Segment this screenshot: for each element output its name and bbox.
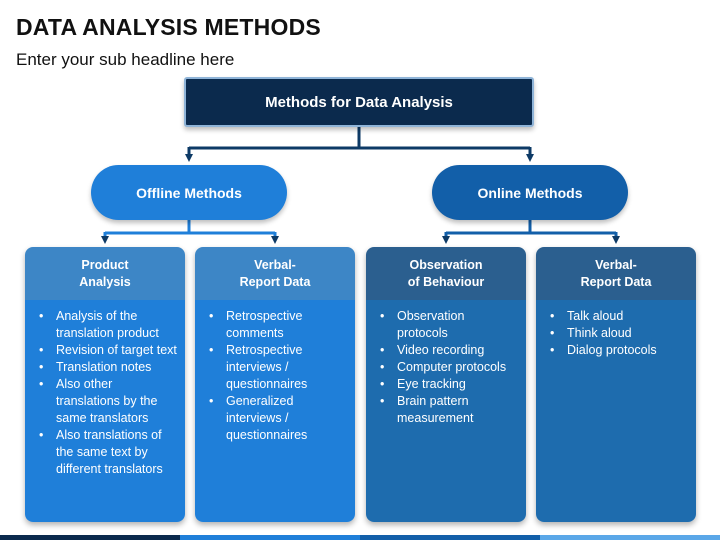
bullet-list: Talk aloud Think aloud Dialog protocols xyxy=(544,308,688,359)
card-heading: Observation of Behaviour xyxy=(366,247,526,300)
list-item: Think aloud xyxy=(544,325,688,342)
list-item: Brain pattern measurement xyxy=(374,393,518,427)
list-item: Computer protocols xyxy=(374,359,518,376)
bottom-accent-bar xyxy=(0,535,720,540)
list-item: Revision of target text xyxy=(33,342,177,359)
card-verbal-report-online: Verbal- Report Data Talk aloud Think alo… xyxy=(536,247,696,522)
list-item: Talk aloud xyxy=(544,308,688,325)
card-verbal-report-offline: Verbal- Report Data Retrospective commen… xyxy=(195,247,355,522)
card-body: Observation protocols Video recording Co… xyxy=(366,300,526,522)
list-item: Translation notes xyxy=(33,359,177,376)
card-heading: Product Analysis xyxy=(25,247,185,300)
card-observation-of-behaviour: Observation of Behaviour Observation pro… xyxy=(366,247,526,522)
card-product-analysis: Product Analysis Analysis of the transla… xyxy=(25,247,185,522)
list-item: Also translations of the same text by di… xyxy=(33,427,177,478)
list-item: Retrospective comments xyxy=(203,308,347,342)
list-item: Eye tracking xyxy=(374,376,518,393)
list-item: Generalized interviews / questionnaires xyxy=(203,393,347,444)
branch-offline-methods: Offline Methods xyxy=(91,165,287,220)
bullet-list: Observation protocols Video recording Co… xyxy=(374,308,518,427)
branch-online-methods: Online Methods xyxy=(432,165,628,220)
bullet-list: Retrospective comments Retrospective int… xyxy=(203,308,347,444)
card-heading: Verbal- Report Data xyxy=(536,247,696,300)
list-item: Retrospective interviews / questionnaire… xyxy=(203,342,347,393)
card-heading: Verbal- Report Data xyxy=(195,247,355,300)
card-body: Analysis of the translation product Revi… xyxy=(25,300,185,522)
list-item: Also other translations by the same tran… xyxy=(33,376,177,427)
bullet-list: Analysis of the translation product Revi… xyxy=(33,308,177,478)
page-subtitle: Enter your sub headline here xyxy=(16,50,235,69)
root-node: Methods for Data Analysis xyxy=(184,77,534,127)
card-body: Retrospective comments Retrospective int… xyxy=(195,300,355,522)
list-item: Dialog protocols xyxy=(544,342,688,359)
page-title: DATA ANALYSIS METHODS xyxy=(16,14,321,40)
list-item: Analysis of the translation product xyxy=(33,308,177,342)
card-body: Talk aloud Think aloud Dialog protocols xyxy=(536,300,696,522)
list-item: Observation protocols xyxy=(374,308,518,342)
list-item: Video recording xyxy=(374,342,518,359)
